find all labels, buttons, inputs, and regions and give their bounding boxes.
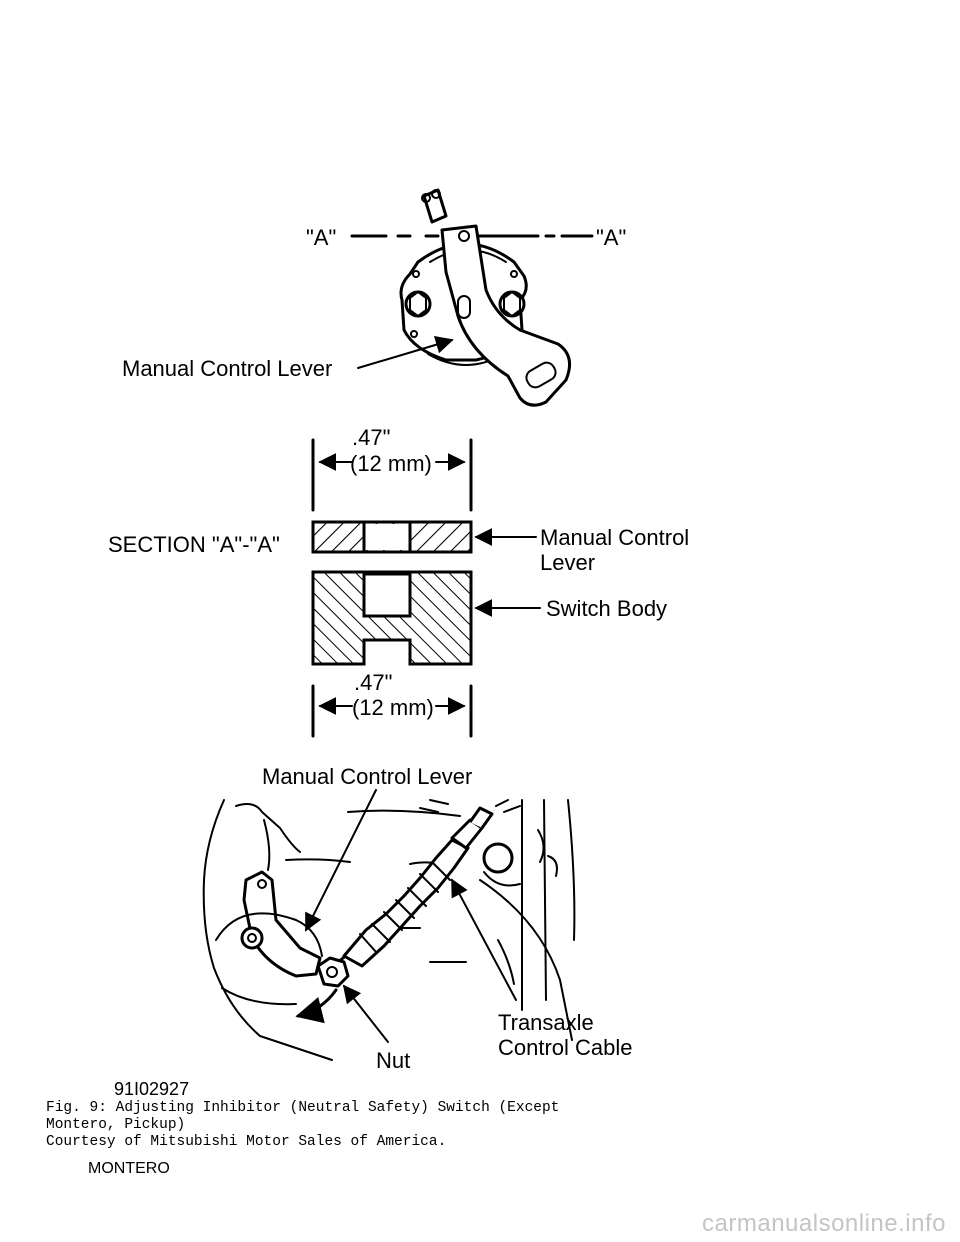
- caption-line-2: Montero, Pickup): [46, 1117, 186, 1133]
- bottom-dimension-value: .47": [354, 670, 392, 695]
- section-lever-label-line1: Manual Control: [540, 525, 689, 550]
- section-view: .47" (12 mm) SECTION "A"-"A" Manual Cont…: [108, 425, 689, 738]
- bottom-dimension-metric: (12 mm): [352, 695, 434, 720]
- adjusting-nut: [316, 956, 350, 988]
- section-mark-left: "A": [306, 225, 336, 250]
- transaxle-casing: [202, 799, 576, 1061]
- top-switch-illustration: "A" "A": [122, 188, 626, 407]
- cable-leader: [451, 878, 517, 1001]
- cable-boot: [342, 838, 470, 968]
- cable-label-line2: Control Cable: [498, 1035, 633, 1060]
- section-mark-right: "A": [596, 225, 626, 250]
- installed-view: Manual Control Lever: [202, 764, 633, 1073]
- nut-label: Nut: [376, 1048, 410, 1073]
- shaft-connector: [421, 188, 448, 224]
- section-label: SECTION "A"-"A": [108, 532, 280, 557]
- switch-body-cross-section: [311, 570, 473, 666]
- caption-line-1: Fig. 9: Adjusting Inhibitor (Neutral Saf…: [46, 1100, 560, 1116]
- vehicle-label: MONTERO: [88, 1160, 170, 1177]
- figure-id: 91I02927: [114, 1079, 189, 1099]
- manual-control-lever-label-top: Manual Control Lever: [122, 356, 332, 381]
- lever-cross-section: [311, 520, 473, 554]
- watermark: carmanualsonline.info: [702, 1210, 946, 1237]
- lever-leader-top: [357, 335, 454, 369]
- cable-label-line1: Transaxle: [498, 1010, 594, 1035]
- top-dimension-value: .47": [352, 425, 390, 450]
- caption-line-3: Courtesy of Mitsubishi Motor Sales of Am…: [46, 1134, 447, 1150]
- figure-caption: Fig. 9: Adjusting Inhibitor (Neutral Saf…: [46, 1100, 926, 1151]
- direction-arrow: [295, 988, 338, 1024]
- manual-control-lever-installed: [215, 870, 323, 1006]
- switch-body-label: Switch Body: [546, 596, 667, 621]
- manual-control-lever-label-bottom: Manual Control Lever: [262, 764, 472, 789]
- section-lever-label-line2: Lever: [540, 550, 595, 575]
- manual-control-lever-top: [440, 224, 572, 407]
- inhibitor-switch-diagram: "A" "A": [108, 188, 689, 1099]
- top-dimension-metric: (12 mm): [350, 451, 432, 476]
- transaxle-control-cable: [334, 799, 521, 968]
- nut-leader: [342, 984, 389, 1043]
- lever-leader-bottom: [305, 789, 377, 932]
